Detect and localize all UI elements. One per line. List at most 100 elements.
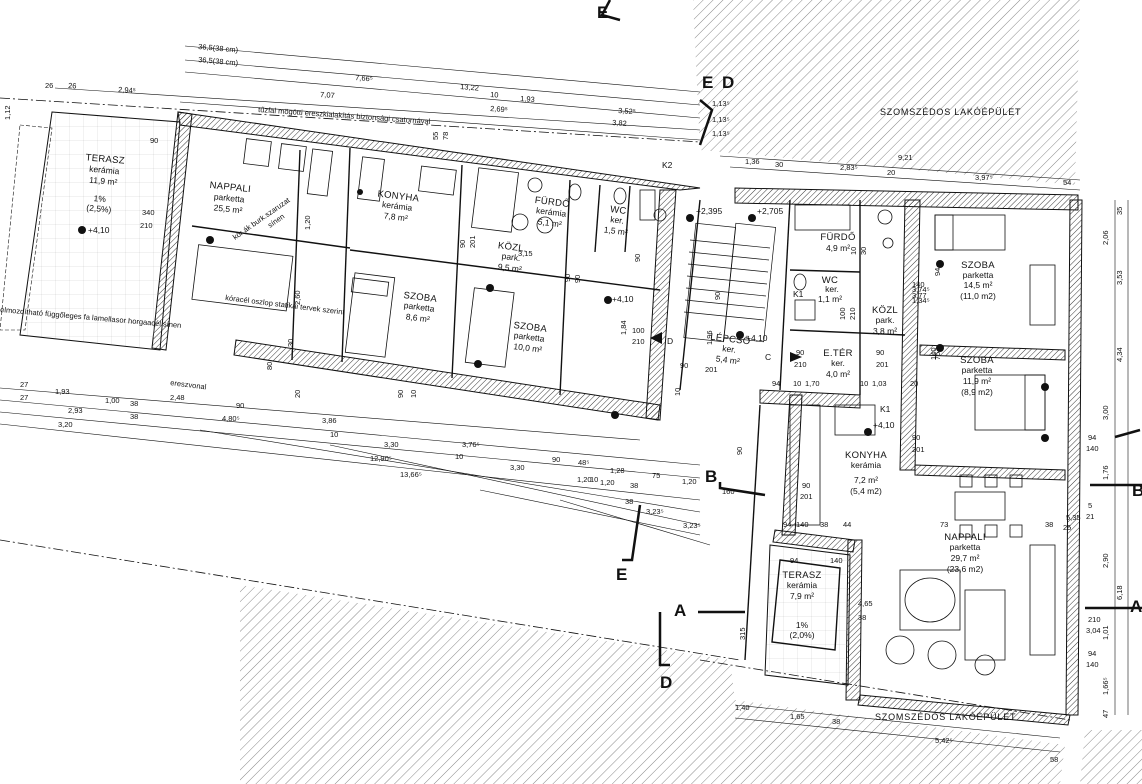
dimension-texts-bottom-right: 1,40 1,65 38 5,42⁵ 58 bbox=[735, 703, 1058, 764]
marker-k1: K1 bbox=[880, 404, 891, 414]
svg-text:+4,10: +4,10 bbox=[612, 294, 634, 304]
svg-text:FÜRDŐ: FÜRDŐ bbox=[534, 195, 570, 210]
svg-text:(5,4 m2): (5,4 m2) bbox=[850, 486, 882, 496]
svg-text:3,23⁵: 3,23⁵ bbox=[683, 521, 701, 530]
dimension-texts-bottom: 27 1,93 27 2,93 3,20 1,00 38 2,48 38 90 … bbox=[20, 380, 701, 530]
svg-text:4,0 m²: 4,0 m² bbox=[826, 369, 850, 379]
dimension-texts-top-right: 1,36 30 2,83⁵ 9,21 20 3,97⁵ 54 bbox=[745, 153, 1071, 187]
svg-text:38: 38 bbox=[820, 520, 828, 529]
svg-text:9,21: 9,21 bbox=[898, 153, 913, 162]
room-eter: E.TÉR ker. 4,0 m² bbox=[823, 348, 852, 379]
svg-text:315: 315 bbox=[738, 627, 747, 640]
svg-text:10,0 m²: 10,0 m² bbox=[513, 341, 543, 354]
svg-text:20: 20 bbox=[910, 379, 918, 388]
svg-text:10: 10 bbox=[673, 388, 682, 396]
svg-text:90: 90 bbox=[396, 390, 405, 398]
svg-text:+4,10: +4,10 bbox=[746, 333, 768, 343]
svg-text:4,80⁵: 4,80⁵ bbox=[222, 414, 240, 423]
svg-text:3,20: 3,20 bbox=[58, 420, 73, 429]
furniture bbox=[191, 138, 1056, 676]
svg-text:3,53: 3,53 bbox=[1115, 270, 1124, 285]
svg-text:2,69⁵: 2,69⁵ bbox=[490, 104, 508, 114]
svg-text:25,5 m²: 25,5 m² bbox=[213, 202, 243, 215]
room-furdo-1: FÜRDŐ kerámia 5,1 m² bbox=[534, 195, 570, 229]
svg-text:TERASZ: TERASZ bbox=[782, 570, 821, 581]
svg-text:1,65: 1,65 bbox=[790, 712, 805, 721]
svg-text:201: 201 bbox=[468, 235, 477, 248]
svg-text:kerámia: kerámia bbox=[382, 199, 413, 213]
room-lepcso: LÉPCSŐ ker. 5,4 m² bbox=[710, 332, 751, 367]
room-wc-2: WC ker. 1,1 m² bbox=[818, 275, 842, 304]
note-column: kóracél oszlop statikai tervek szerint bbox=[225, 293, 346, 317]
svg-text:10: 10 bbox=[849, 247, 858, 255]
svg-text:1,12: 1,12 bbox=[3, 105, 12, 120]
svg-text:29,7 m²: 29,7 m² bbox=[951, 553, 980, 563]
svg-text:38: 38 bbox=[625, 497, 633, 506]
svg-text:90: 90 bbox=[680, 361, 688, 370]
section-label-d-top: D bbox=[722, 73, 734, 92]
svg-text:100: 100 bbox=[838, 307, 847, 320]
svg-text:1,13⁵: 1,13⁵ bbox=[712, 115, 730, 124]
svg-text:94: 94 bbox=[933, 268, 942, 276]
svg-text:+2,395: +2,395 bbox=[696, 206, 723, 216]
svg-text:78: 78 bbox=[441, 132, 450, 140]
svg-text:3,97⁵: 3,97⁵ bbox=[975, 173, 993, 182]
svg-text:55: 55 bbox=[431, 132, 440, 140]
svg-text:8,6 m²: 8,6 m² bbox=[405, 311, 430, 324]
room-szoba-1: SZOBA parketta 8,6 m² bbox=[403, 290, 438, 324]
svg-text:7,2 m²: 7,2 m² bbox=[854, 475, 878, 485]
svg-text:3,86: 3,86 bbox=[322, 416, 337, 425]
svg-text:WC: WC bbox=[822, 275, 838, 286]
svg-text:26: 26 bbox=[68, 81, 77, 91]
svg-text:5,35: 5,35 bbox=[1066, 513, 1081, 522]
svg-text:94: 94 bbox=[1088, 433, 1096, 442]
svg-text:1,00: 1,00 bbox=[105, 396, 120, 405]
svg-text:90: 90 bbox=[552, 455, 560, 464]
svg-text:38: 38 bbox=[858, 613, 866, 622]
svg-text:90: 90 bbox=[573, 275, 582, 283]
svg-text:340: 340 bbox=[142, 208, 155, 217]
svg-text:36,5(38 cm): 36,5(38 cm) bbox=[198, 55, 239, 67]
svg-text:3,00: 3,00 bbox=[1101, 405, 1110, 420]
svg-text:10: 10 bbox=[860, 379, 868, 388]
neighbor-building-bottom-right bbox=[1080, 730, 1142, 784]
svg-text:90: 90 bbox=[150, 136, 158, 145]
svg-text:4,9 m²: 4,9 m² bbox=[826, 243, 850, 253]
staircase bbox=[683, 222, 777, 343]
svg-text:SZOBA: SZOBA bbox=[403, 290, 438, 305]
svg-text:38: 38 bbox=[1045, 520, 1053, 529]
svg-text:210: 210 bbox=[1088, 615, 1101, 624]
terrace-1-dashed bbox=[0, 124, 53, 331]
svg-text:1,84: 1,84 bbox=[619, 320, 628, 335]
svg-text:5,4 m²: 5,4 m² bbox=[715, 353, 740, 366]
svg-text:2,93: 2,93 bbox=[68, 406, 83, 415]
svg-text:54: 54 bbox=[1063, 178, 1071, 187]
marker-d: D bbox=[667, 336, 673, 346]
svg-text:2,94⁵: 2,94⁵ bbox=[118, 85, 136, 95]
svg-text:LÉPCSŐ: LÉPCSŐ bbox=[710, 332, 751, 348]
svg-text:94: 94 bbox=[1088, 649, 1096, 658]
svg-text:9,5 m²: 9,5 m² bbox=[497, 261, 522, 274]
svg-text:44: 44 bbox=[843, 520, 851, 529]
svg-text:KÖZL: KÖZL bbox=[872, 305, 898, 316]
svg-text:90: 90 bbox=[802, 481, 810, 490]
note-eave: ereszvonal bbox=[170, 378, 207, 391]
svg-text:3,04: 3,04 bbox=[1086, 626, 1101, 635]
svg-text:7,07: 7,07 bbox=[320, 90, 335, 100]
svg-text:6,18: 6,18 bbox=[1115, 585, 1124, 600]
svg-text:140: 140 bbox=[796, 520, 809, 529]
room-szoba-2: SZOBA parketta 10,0 m² bbox=[513, 320, 548, 355]
svg-text:SZOBA: SZOBA bbox=[960, 355, 994, 366]
svg-text:20: 20 bbox=[293, 390, 302, 398]
svg-text:35: 35 bbox=[1115, 207, 1124, 215]
svg-text:4,34: 4,34 bbox=[1115, 347, 1124, 362]
interior-walls bbox=[191, 147, 906, 661]
svg-text:11,9 m²: 11,9 m² bbox=[963, 376, 991, 386]
svg-text:1,28: 1,28 bbox=[610, 466, 625, 475]
section-label-e-bottom: E bbox=[616, 565, 627, 584]
svg-text:10: 10 bbox=[409, 390, 418, 398]
svg-text:SZOBA: SZOBA bbox=[513, 320, 548, 335]
svg-text:1%: 1% bbox=[93, 193, 107, 204]
room-kozl-1: KÖZL. park. 9,5 m² bbox=[497, 240, 527, 274]
marker-c: C bbox=[765, 352, 771, 362]
